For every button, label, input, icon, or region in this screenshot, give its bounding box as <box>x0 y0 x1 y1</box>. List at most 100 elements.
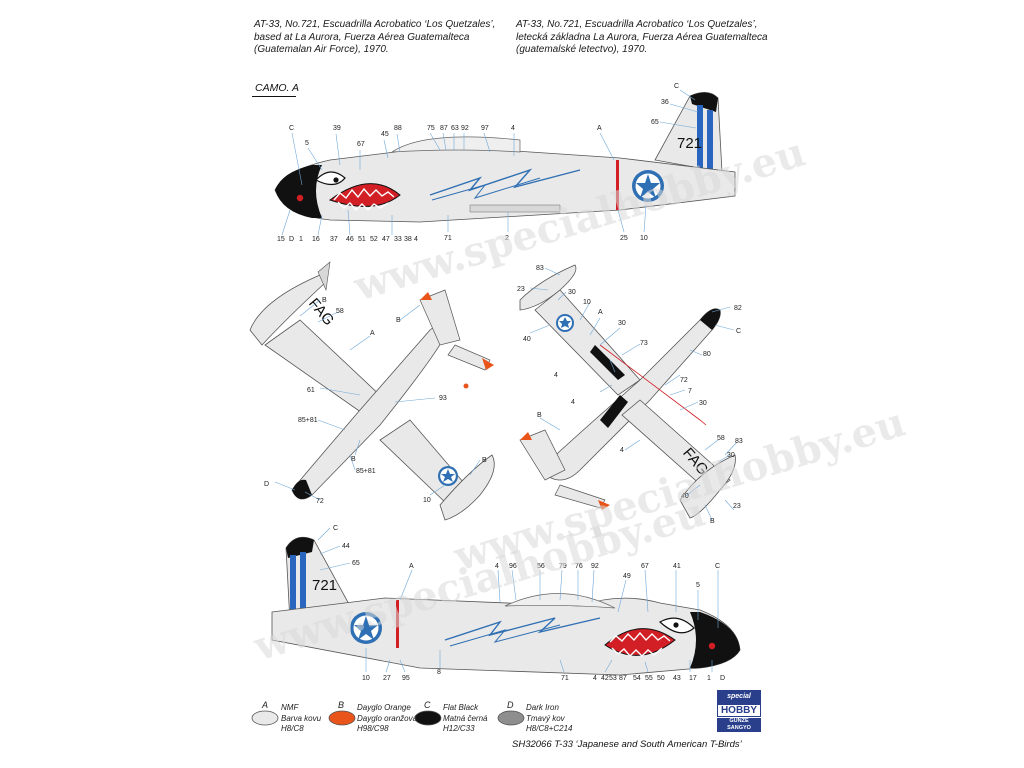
camo-underline <box>252 96 296 97</box>
callout-callouts_bottom_top-8: 67 <box>641 563 649 570</box>
callout-callouts_right_view-10: C <box>736 328 741 335</box>
callout-callouts_right_view-3: 10 <box>583 299 591 306</box>
callout-callouts_right_view-17: 4 <box>620 447 624 454</box>
callout-callouts_top_bottom-7: 52 <box>370 236 378 243</box>
side-view-right-profile: 721 <box>271 527 741 676</box>
callout-callouts_top_bottom-5: 46 <box>346 236 354 243</box>
callout-callouts_top-4: 45 <box>381 131 389 138</box>
callout-callouts_bottom_bottom-6: 42 <box>601 675 609 682</box>
callout-callouts_right_view-18: 58 <box>717 435 725 442</box>
callout-callouts_bottom_top-10: 5 <box>696 582 700 589</box>
caption-cz-line2: letecká základna La Aurora, Fuerza Aérea… <box>516 31 768 43</box>
special-hobby-logo: special HOBBY GUNZE SANGYO <box>717 690 761 732</box>
legend-swatches <box>251 710 525 726</box>
callout-callouts_right_view-1: 23 <box>517 286 525 293</box>
legend-b-name: Dayglo Orange <box>357 703 411 712</box>
callout-callouts_top-11: 4 <box>511 125 515 132</box>
swatch-dark-iron <box>497 710 525 726</box>
legend-a-code: H8/C8 <box>281 724 304 733</box>
callout-callouts_bottom_top-11: C <box>715 563 720 570</box>
callout-callouts_bottom_bottom-1: 27 <box>383 675 391 682</box>
legend-c-name: Flat Black <box>443 703 479 712</box>
callout-callouts_bottom_top-4: 79 <box>559 563 567 570</box>
callout-callouts_top_bottom-15: 10 <box>640 235 648 242</box>
legend-key-b: B <box>338 700 345 710</box>
callout-callouts_right_view-6: 30 <box>618 320 626 327</box>
callout-callouts_bottom_bottom-7: 53 <box>609 675 617 682</box>
callout-callouts_bottom_left-2: 65 <box>352 560 360 567</box>
callout-callouts_right_view-13: 72 <box>680 377 688 384</box>
callout-callouts_bottom_bottom-4: 71 <box>561 675 569 682</box>
callout-callouts_right_view-7: 4 <box>554 372 558 379</box>
callout-callouts_left_view-6: 85+81 <box>298 417 318 424</box>
callout-callouts_top-6: 75 <box>427 125 435 132</box>
callout-callouts_left_view-5: 93 <box>439 395 447 402</box>
callout-callouts_bottom_bottom-8: 87 <box>619 675 627 682</box>
callout-callouts_right_view-5: A <box>598 309 603 316</box>
callout-callouts_bottom_top-9: 41 <box>673 563 681 570</box>
callout-callouts_bottom_top-1: 4 <box>495 563 499 570</box>
callout-callouts_right_view-8: 73 <box>640 340 648 347</box>
legend-a-czech: Barva kovu <box>281 713 322 723</box>
callout-callouts_top_bottom-12: 71 <box>444 235 452 242</box>
callout-callouts_left_view-12: 10 <box>423 497 431 504</box>
callout-callouts_left_view-9: 85+81 <box>356 468 376 475</box>
callout-callouts_top-2: 39 <box>333 125 341 132</box>
plan-view-left: FAG <box>249 261 495 521</box>
legend-item-d: Dark Iron Tmavý kov H8/C8+C214 <box>526 703 572 735</box>
callout-callouts_top_bottom-9: 33 <box>394 236 402 243</box>
callout-callouts_top_bottom-8: 47 <box>382 236 390 243</box>
callout-callouts_bottom_top-2: 96 <box>509 563 517 570</box>
callout-callouts_top-10: 97 <box>481 125 489 132</box>
callout-callouts_bottom_left-1: 44 <box>342 543 350 550</box>
plan-view-right: FAG <box>519 264 738 521</box>
callout-callouts_right_view-20: 30 <box>727 452 735 459</box>
callout-callouts_bottom_top-0: A <box>409 563 414 570</box>
serial-bottom: 721 <box>312 577 337 594</box>
swatch-nmf <box>251 710 279 726</box>
callout-callouts_right_view-0: 83 <box>536 265 544 272</box>
callout-callouts_top_bottom-11: 4 <box>414 236 418 243</box>
callout-callouts_left_view-10: D <box>264 481 269 488</box>
callout-callouts_right_view-22: B <box>710 518 715 525</box>
callout-callouts_top-14: 36 <box>661 99 669 106</box>
legend-c-czech: Matná černá <box>443 713 488 723</box>
swatch-black <box>414 710 442 726</box>
callout-callouts_left_view-11: 72 <box>316 498 324 505</box>
callout-callouts_right_view-21: 40 <box>681 493 689 500</box>
legend-d-czech: Tmavý kov <box>526 713 565 723</box>
logo-hobby: HOBBY <box>717 704 761 717</box>
legend-key-d: D <box>507 700 514 710</box>
callout-callouts_bottom_bottom-10: 55 <box>645 675 653 682</box>
callout-callouts_left_view-1: 58 <box>336 308 344 315</box>
side-view-left-profile: 721 <box>274 89 736 236</box>
legend-item-b: Dayglo Orange Dayglo oranžová H98/C98 <box>357 703 417 735</box>
callout-callouts_top_bottom-10: 38 <box>404 236 412 243</box>
callout-callouts_bottom_bottom-3: 8 <box>437 669 441 676</box>
callout-callouts_right_view-16: B <box>537 412 542 419</box>
callout-callouts_bottom_bottom-11: 50 <box>657 675 665 682</box>
callout-callouts_right_view-2: 30 <box>568 289 576 296</box>
caption-czech: AT-33, No.721, Escuadrilla Acrobatico ‘L… <box>516 19 768 57</box>
callout-callouts_left_view-3: B <box>396 317 401 324</box>
callout-callouts_left_view-8: B <box>482 457 487 464</box>
callout-callouts_top_bottom-2: 1 <box>299 236 303 243</box>
callout-callouts_top-15: 65 <box>651 119 659 126</box>
callout-callouts_right_view-9: 82 <box>734 305 742 312</box>
callout-callouts_bottom_bottom-12: 43 <box>673 675 681 682</box>
callout-callouts_top-3: 67 <box>357 141 365 148</box>
callout-callouts_top-12: A <box>597 125 602 132</box>
callout-callouts_top-0: C <box>289 125 294 132</box>
legend-d-name: Dark Iron <box>526 703 559 712</box>
callout-callouts_left_view-4: 61 <box>307 387 315 394</box>
caption-en-line3: (Guatemalan Air Force), 1970. <box>254 44 389 55</box>
callout-callouts_top-1: 5 <box>305 140 309 147</box>
legend-a-name: NMF <box>281 703 299 712</box>
caption-cz-line1: AT-33, No.721, Escuadrilla Acrobatico ‘L… <box>516 19 758 30</box>
callout-callouts_bottom_bottom-9: 54 <box>633 675 641 682</box>
callout-callouts_bottom_top-3: 56 <box>537 563 545 570</box>
legend-b-code: H98/C98 <box>357 724 389 733</box>
callout-callouts_top_bottom-0: 15 <box>277 236 285 243</box>
